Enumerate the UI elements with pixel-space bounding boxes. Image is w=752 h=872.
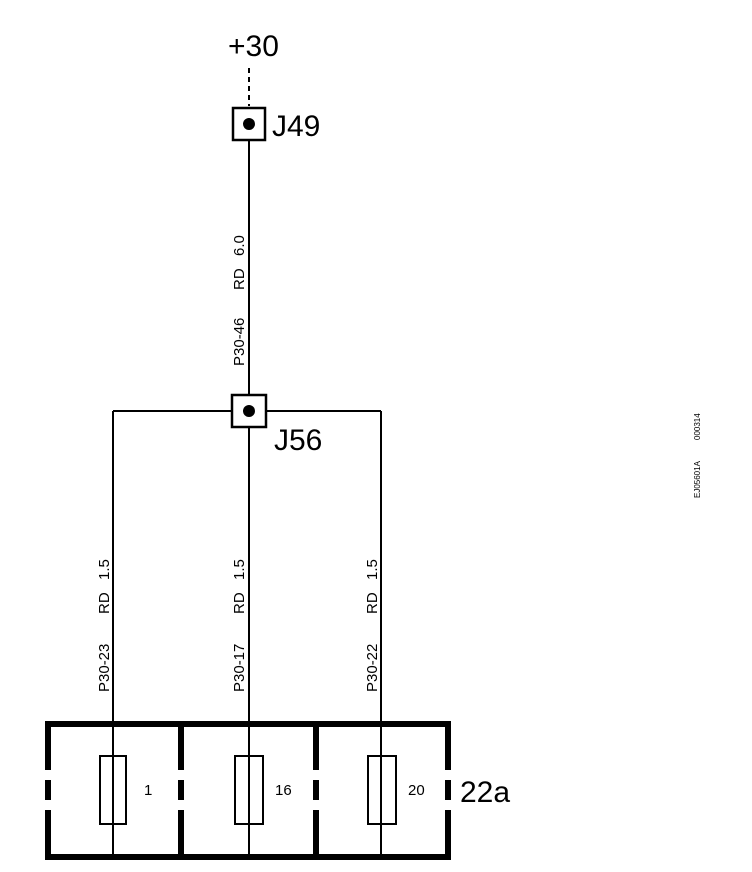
supply-label: +30: [228, 30, 279, 63]
connector-j56: [230, 393, 268, 429]
wire-center-color: RD: [231, 592, 248, 614]
fuse-number: 16: [275, 782, 292, 799]
connector-j56-dot: [243, 405, 255, 417]
connector-j49: [231, 106, 267, 142]
reference-code-a: EJ05601A: [693, 460, 702, 498]
wire-main-size: 6.0: [231, 235, 248, 256]
wire-main-label-group: P30-46 RD 6.0: [231, 235, 248, 366]
wire-right-color: RD: [364, 592, 381, 614]
wire-right-size: 1.5: [364, 559, 381, 580]
wire-main-pin: P30-46: [231, 318, 248, 366]
connector-j49-label: J49: [272, 110, 320, 143]
wire-center-label-group: P30-17 RD 1.5: [231, 559, 248, 692]
wire-left-color: RD: [96, 592, 113, 614]
fuse-number: 1: [144, 782, 152, 799]
wire-main-color: RD: [231, 268, 248, 290]
wire-right-pin: P30-22: [364, 644, 381, 692]
fusebox-22a: 1 16 20: [45, 721, 451, 860]
connector-j49-dot: [243, 118, 255, 130]
reference-code-b: 000314: [693, 413, 702, 440]
wire-left-label-group: P30-23 RD 1.5: [96, 559, 113, 692]
wire-left-pin: P30-23: [96, 644, 113, 692]
connector-j56-label: J56: [274, 424, 322, 457]
wire-right-label-group: P30-22 RD 1.5: [364, 559, 381, 692]
wire-center-pin: P30-17: [231, 644, 248, 692]
reference-code: EJ05601A 000314: [693, 413, 702, 498]
fusebox-label: 22a: [460, 776, 510, 809]
wire-left-size: 1.5: [96, 559, 113, 580]
wire-center-size: 1.5: [231, 559, 248, 580]
fuse-number: 20: [408, 782, 425, 799]
